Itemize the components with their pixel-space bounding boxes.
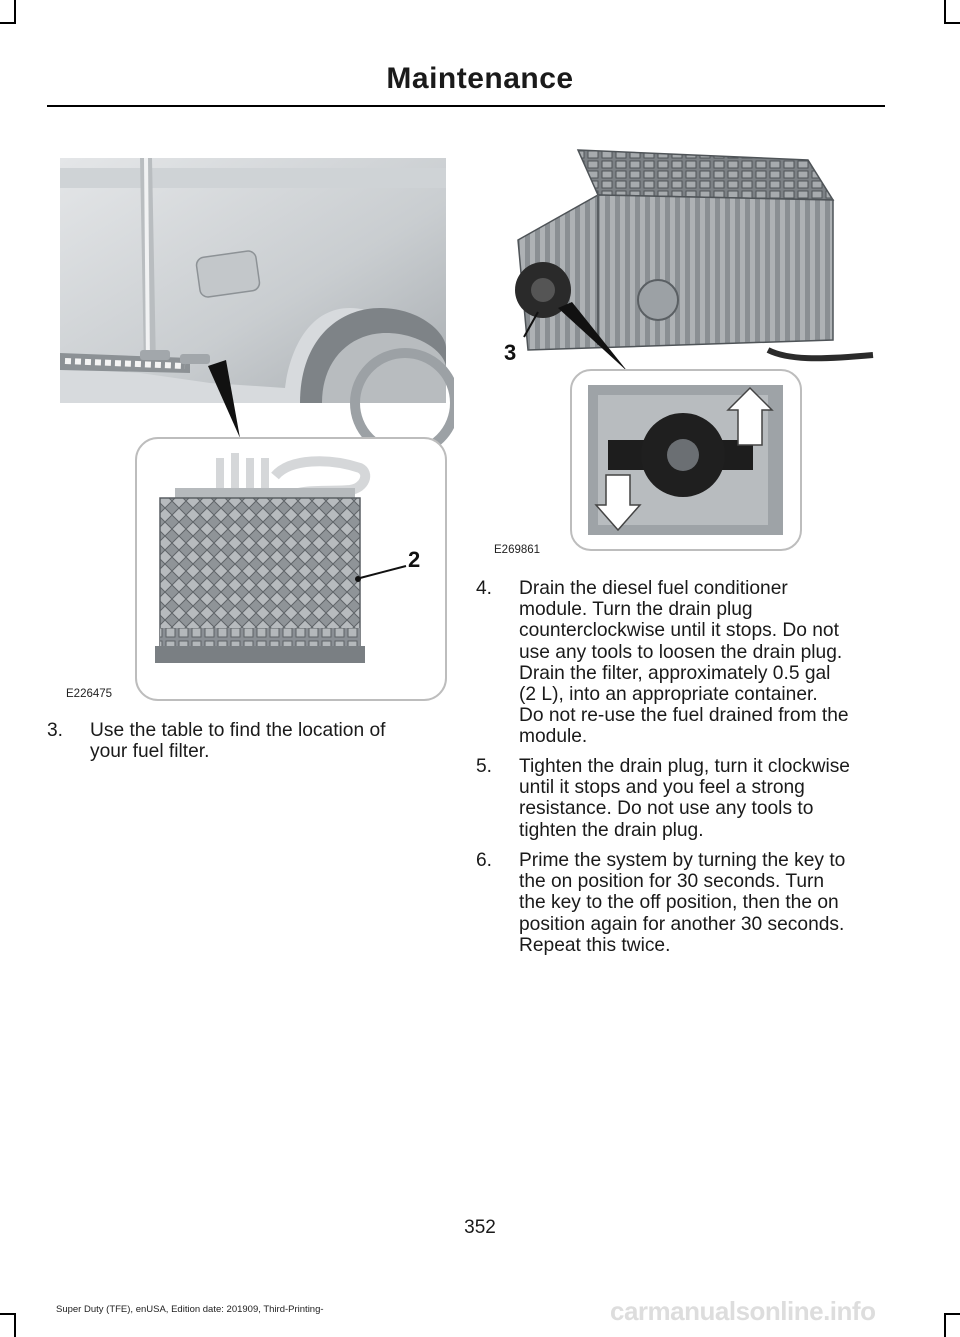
step-4: 4. Drain the diesel fuel conditioner mod… <box>476 578 896 748</box>
page-number: 352 <box>464 1217 496 1238</box>
step-text: Repeat this twice. <box>519 934 671 956</box>
footer-edition: Super Duty (TFE), enUSA, Edition date: 2… <box>56 1304 324 1315</box>
figure-drain-plug <box>488 140 878 554</box>
step-text: the key to the off position, then the on <box>519 892 839 914</box>
crop-mark <box>14 1313 16 1337</box>
figure-truck-fuel-conditioner <box>60 158 460 704</box>
step-text: tighten the drain plug. <box>519 819 704 841</box>
page-title: Maintenance <box>386 62 574 95</box>
step-text: Drain the diesel fuel conditioner <box>519 578 788 599</box>
step-5: 5. Tighten the drain plug, turn it clock… <box>476 756 896 841</box>
callout-number: 2 <box>408 547 421 572</box>
crop-mark <box>946 22 960 24</box>
step-text: the on position for 30 seconds. Turn <box>519 871 825 893</box>
module-illustration <box>515 149 874 551</box>
crop-mark <box>946 1313 960 1315</box>
step-text: resistance. Do not use any tools to <box>519 798 814 820</box>
step-text: counterclockwise until it stops. Do not <box>519 620 839 642</box>
callout-number: 3 <box>504 340 517 365</box>
step-text: Drain the filter, approximately 0.5 gal <box>519 662 831 684</box>
step-text: your fuel filter. <box>90 741 210 763</box>
step-3: 3. Use the table to find the location of… <box>47 720 457 762</box>
truck-illustration <box>60 158 460 701</box>
step-number: 4. <box>476 578 493 599</box>
step-text: module. <box>519 726 588 748</box>
step-text: position again for another 30 seconds. <box>519 913 845 935</box>
figure-id: E269861 <box>494 544 541 556</box>
step-number: 6. <box>476 850 493 871</box>
crop-mark <box>944 0 946 24</box>
step-text: until it stops and you feel a strong <box>519 777 805 799</box>
step-number: 3. <box>47 720 64 741</box>
step-text: (2 L), into an appropriate container. <box>519 684 818 706</box>
figure-id: E226475 <box>66 688 113 700</box>
crop-mark <box>14 0 16 24</box>
step-text: use any tools to loosen the drain plug. <box>519 641 843 663</box>
crop-mark <box>0 22 14 24</box>
crop-mark <box>944 1313 946 1337</box>
step-number: 5. <box>476 756 493 777</box>
step-text: Prime the system by turning the key to <box>519 850 846 871</box>
step-text: Tighten the drain plug, turn it clockwis… <box>519 756 850 777</box>
header-divider <box>47 105 885 107</box>
crop-mark <box>0 1313 14 1315</box>
step-text: Do not re-use the fuel drained from the <box>519 705 849 727</box>
step-6: 6. Prime the system by turning the key t… <box>476 850 896 956</box>
step-text: Use the table to find the location of <box>90 720 386 741</box>
step-text: module. Turn the drain plug <box>519 599 753 621</box>
watermark: carmanualsonline.info <box>610 1296 876 1326</box>
